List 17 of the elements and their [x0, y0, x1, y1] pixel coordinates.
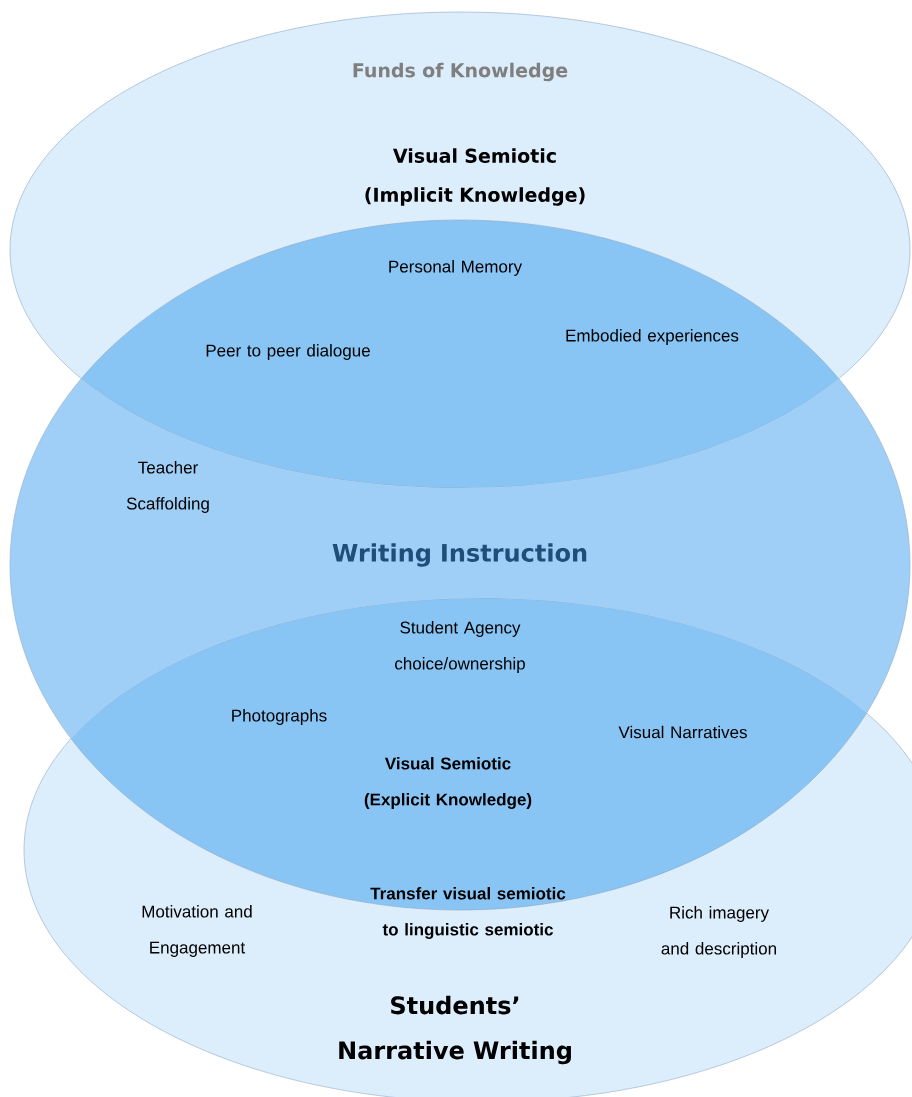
region-label: Teacher Scaffolding — [126, 461, 209, 513]
region-label: Motivation and Engagement — [142, 905, 252, 957]
region-label: Transfer visual semiotic to linguistic semiotic — [370, 887, 566, 939]
ellipse-title: Students’ Narrative Writing — [339, 995, 571, 1065]
region-label: Personal Memory — [389, 260, 522, 276]
region-label: Visual Narratives — [618, 725, 747, 739]
ellipse-title: Writing Instruction — [332, 543, 587, 567]
region-label: Embodied experiences — [566, 329, 739, 345]
ellipse-title: Visual Semiotic (Implicit Knowledge) — [365, 148, 585, 206]
region-label: Photographs — [232, 709, 327, 725]
venn-ellipse — [23, 597, 912, 1097]
region-label: Visual Semiotic (Explicit Knowledge) — [364, 757, 532, 809]
region-label: Student Agency choice/ownership — [395, 621, 525, 673]
region-label: Rich imagery and description — [661, 906, 776, 958]
ellipse-title: Funds of Knowledge — [353, 62, 568, 82]
region-label: Peer to peer dialogue — [206, 344, 370, 360]
venn-ellipse — [9, 11, 911, 489]
